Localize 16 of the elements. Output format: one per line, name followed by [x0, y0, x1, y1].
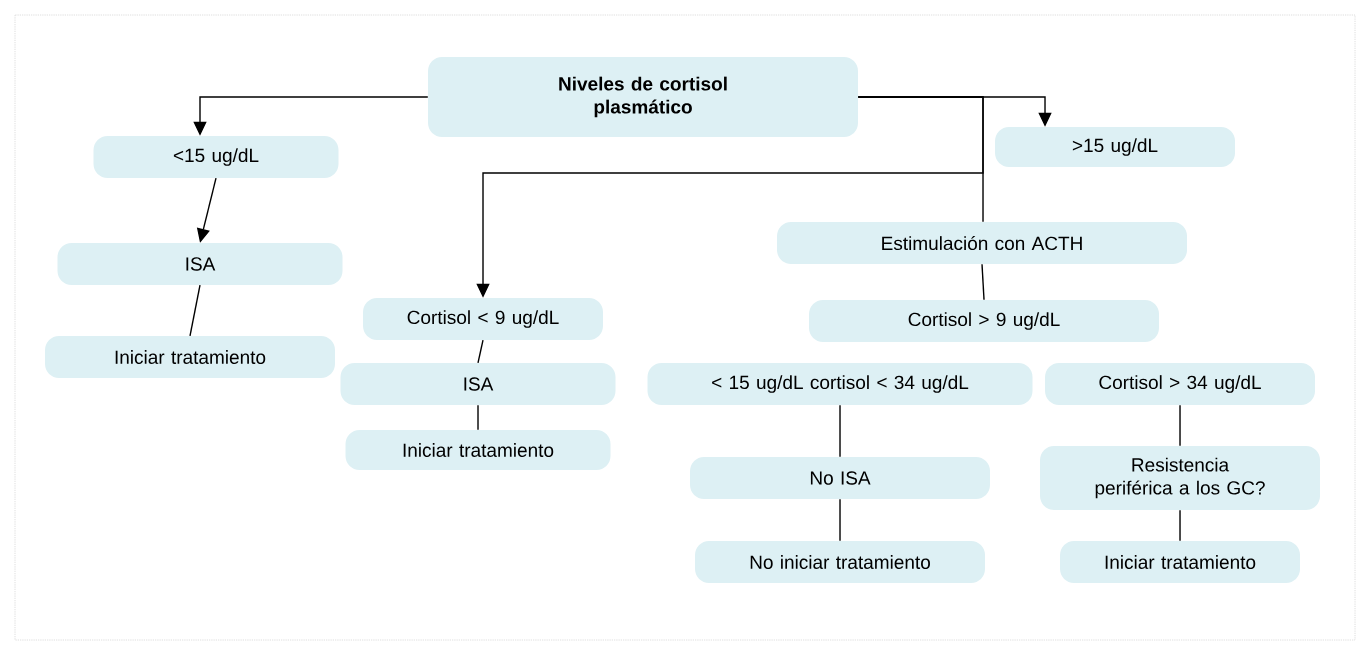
process-box: No ISA: [690, 457, 990, 499]
process-box: Estimulación con ACTH: [777, 222, 1187, 264]
process-box: No iniciar tratamiento: [695, 541, 985, 583]
process-box: Resistencia periférica a los GC?: [1040, 446, 1320, 510]
process-box: < 15 ug/dL cortisol < 34 ug/dL: [647, 363, 1033, 405]
process-box: Niveles de cortisol plasmático: [428, 57, 858, 137]
process-box: ISA: [340, 363, 616, 405]
process-box: Cortisol > 9 ug/dL: [809, 300, 1159, 342]
process-box: Cortisol < 9 ug/dL: [363, 298, 603, 340]
process-box: Iniciar tratamiento: [45, 336, 335, 378]
process-box: Iniciar tratamiento: [1060, 541, 1300, 583]
process-box: Iniciar tratamiento: [345, 430, 611, 470]
process-box: Cortisol > 34 ug/dL: [1045, 363, 1315, 405]
process-box: >15 ug/dL: [995, 127, 1235, 167]
process-box: <15 ug/dL: [93, 136, 339, 178]
process-box: ISA: [57, 243, 343, 285]
